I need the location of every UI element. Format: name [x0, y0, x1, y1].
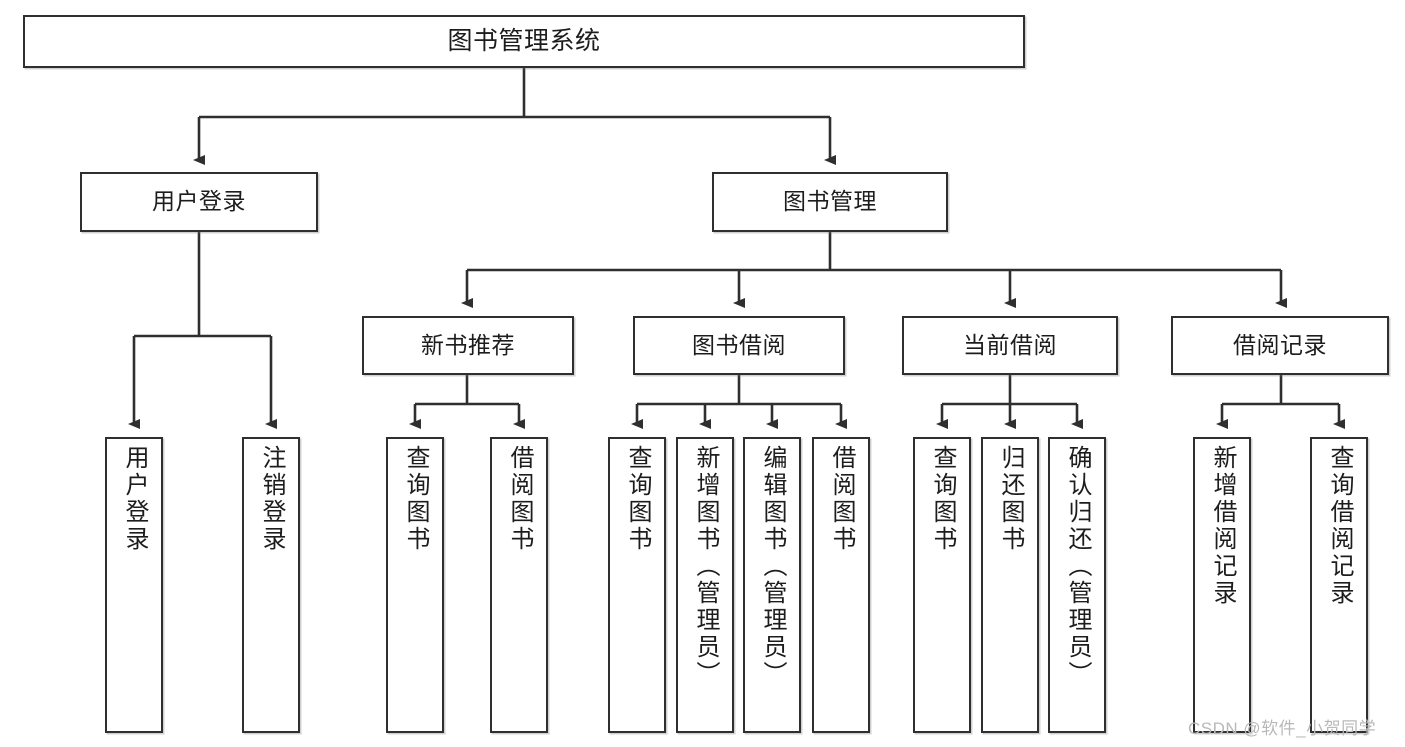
leaf-borrow-book-recommend[interactable]: 借阅图书 — [490, 437, 548, 733]
node-book-management[interactable]: 图书管理 — [712, 172, 948, 232]
node-label: 查询图书 — [402, 445, 429, 553]
node-label: 借阅记录 — [1233, 331, 1327, 358]
node-label: 借阅图书 — [506, 445, 533, 553]
leaf-query-book-recommend[interactable]: 查询图书 — [386, 437, 444, 733]
node-root-system[interactable]: 图书管理系统 — [23, 15, 1025, 68]
leaf-confirm-return-admin[interactable]: 确认归还（管理员） — [1048, 437, 1106, 733]
node-label: 查询图书 — [929, 445, 956, 553]
node-current-borrow[interactable]: 当前借阅 — [902, 316, 1118, 375]
leaf-logout[interactable]: 注销登录 — [242, 437, 300, 733]
node-label: 新书推荐 — [421, 331, 515, 358]
node-user-login[interactable]: 用户登录 — [80, 172, 318, 232]
leaf-user-login[interactable]: 用户登录 — [105, 437, 163, 733]
node-label: 确认归还（管理员） — [1064, 445, 1091, 688]
leaf-edit-book-admin[interactable]: 编辑图书（管理员） — [743, 437, 801, 733]
node-label: 用户登录 — [121, 445, 148, 553]
node-label: 查询借阅记录 — [1326, 445, 1353, 607]
leaf-borrow-book[interactable]: 借阅图书 — [812, 437, 870, 733]
leaf-return-book[interactable]: 归还图书 — [981, 437, 1039, 733]
node-label: 注销登录 — [258, 445, 285, 553]
node-label: 当前借阅 — [963, 331, 1057, 358]
node-label: 图书借阅 — [692, 331, 786, 358]
node-label: 图书管理 — [783, 188, 877, 215]
node-new-book-recommend[interactable]: 新书推荐 — [362, 316, 574, 375]
node-label: 图书管理系统 — [447, 26, 601, 55]
node-label: 用户登录 — [152, 188, 246, 215]
node-label: 新增图书（管理员） — [692, 445, 719, 688]
leaf-add-borrow-record[interactable]: 新增借阅记录 — [1193, 437, 1251, 733]
node-label: 借阅图书 — [828, 445, 855, 553]
node-label: 新增借阅记录 — [1209, 445, 1236, 607]
node-book-borrow[interactable]: 图书借阅 — [633, 316, 845, 375]
leaf-add-book-admin[interactable]: 新增图书（管理员） — [676, 437, 734, 733]
leaf-query-borrow-record[interactable]: 查询借阅记录 — [1310, 437, 1368, 733]
leaf-query-book-current[interactable]: 查询图书 — [913, 437, 971, 733]
leaf-query-book-borrow[interactable]: 查询图书 — [608, 437, 666, 733]
node-label: 归还图书 — [997, 445, 1024, 553]
watermark-text: CSDN @软件_小贺同学 — [1188, 719, 1377, 738]
node-label: 查询图书 — [624, 445, 651, 553]
node-borrow-records[interactable]: 借阅记录 — [1171, 316, 1389, 375]
node-label: 编辑图书（管理员） — [759, 445, 786, 688]
